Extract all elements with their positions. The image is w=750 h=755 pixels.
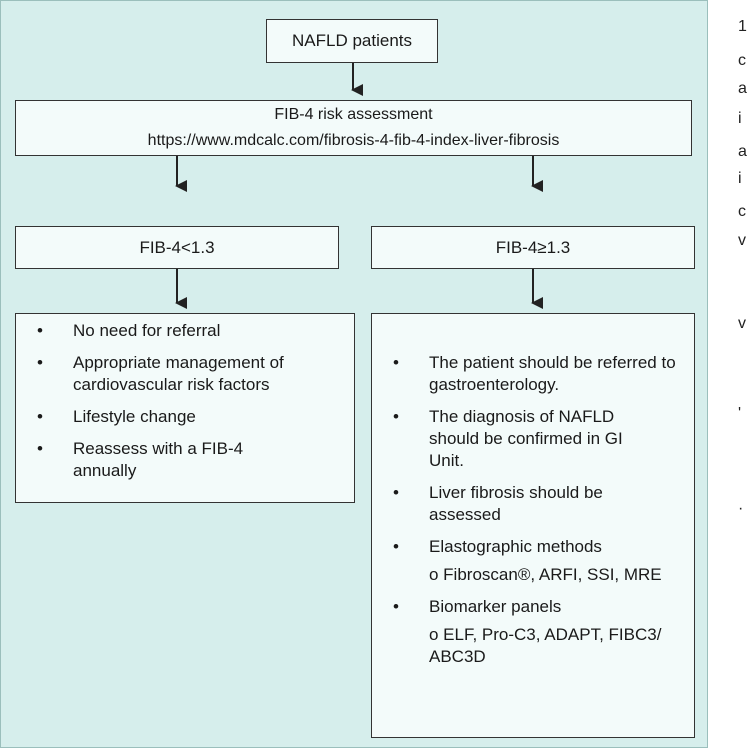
bullet: • <box>393 407 399 426</box>
bullet: • <box>393 597 399 616</box>
high-item-subtext: o Fibroscan®, ARFI, SSI, MRE <box>429 565 662 584</box>
start-box: NAFLD patients <box>266 19 438 63</box>
margin-fragment: v <box>738 232 746 249</box>
low-item-text: Reassess with a FIB-4 annually <box>73 439 244 480</box>
bullet: • <box>393 483 399 502</box>
margin-fragment: a <box>738 80 747 97</box>
margin-fragment: i <box>738 110 742 127</box>
bullet: • <box>37 353 43 372</box>
low-item-text: Lifestyle change <box>73 407 196 426</box>
margin-fragment: c <box>738 52 746 69</box>
margin-fragment: a <box>738 143 747 160</box>
margin-fragment: · <box>738 500 744 517</box>
bullet: • <box>37 407 43 426</box>
low-item: • Appropriate management of cardiovascul… <box>37 352 344 396</box>
start-label: NAFLD patients <box>292 31 412 50</box>
bullet: • <box>393 537 399 556</box>
low-item: • Reassess with a FIB-4 annually <box>37 438 344 482</box>
assessment-box: FIB-4 risk assessment https://www.mdcalc… <box>15 100 692 156</box>
margin-fragment: ' <box>738 405 742 422</box>
high-item-text: The patient should be referred to gastro… <box>429 353 676 394</box>
high-item: • Elastographic methods o Fibroscan®, AR… <box>393 536 688 586</box>
bullet: • <box>37 321 43 340</box>
low-item: • No need for referral <box>37 320 344 342</box>
assessment-url: https://www.mdcalc.com/fibrosis-4-fib-4-… <box>147 132 560 149</box>
high-item: • The diagnosis of NAFLD should be confi… <box>393 406 688 472</box>
high-risk-actions: • The patient should be referred to gast… <box>371 313 695 738</box>
margin-fragment: v <box>738 315 746 332</box>
margin-fragment: c <box>738 203 746 220</box>
high-item-text: The diagnosis of NAFLD should be confirm… <box>429 407 623 470</box>
high-item: • Biomarker panels o ELF, Pro-C3, ADAPT,… <box>393 596 688 668</box>
assessment-title: FIB-4 risk assessment <box>274 106 433 123</box>
bullet: • <box>37 439 43 458</box>
margin-fragment: 1 <box>738 18 747 35</box>
low-risk-label: FIB-4<1.3 <box>139 237 215 257</box>
bullet: • <box>393 353 399 372</box>
low-risk-box: FIB-4<1.3 <box>15 226 339 269</box>
high-item-text: Biomarker panels <box>429 597 562 616</box>
high-item: • Liver fibrosis should be assessed <box>393 482 688 526</box>
high-item-text: Liver fibrosis should be assessed <box>429 483 603 524</box>
flow-arrows <box>175 63 543 309</box>
low-item-text: No need for referral <box>73 321 221 340</box>
high-risk-box: FIB-4≥1.3 <box>371 226 695 269</box>
high-item-subtext: o ELF, Pro-C3, ADAPT, FIBC3/ ABC3D <box>429 625 662 666</box>
low-risk-actions: • No need for referral • Appropriate man… <box>15 313 355 503</box>
high-item: • The patient should be referred to gast… <box>393 352 688 396</box>
high-risk-label: FIB-4≥1.3 <box>495 237 571 257</box>
low-item: • Lifestyle change <box>37 406 344 428</box>
margin-fragment: i <box>738 170 742 187</box>
high-item-text: Elastographic methods <box>429 537 602 556</box>
low-item-text: Appropriate management of cardiovascular… <box>73 353 284 394</box>
